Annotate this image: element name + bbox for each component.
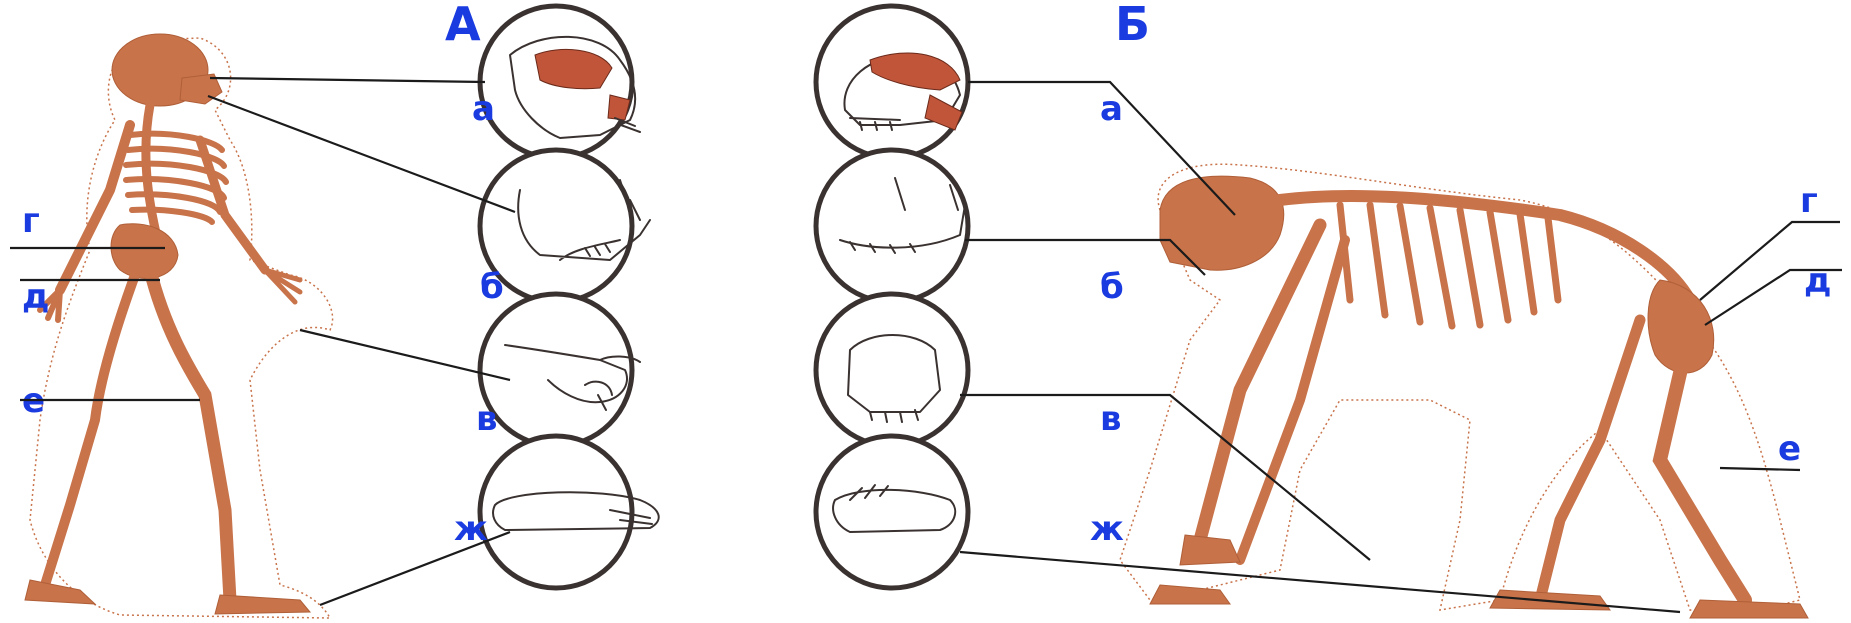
inset-human-foot [480,436,659,588]
label-ape-g: г [1800,181,1818,221]
inset-ape-jaw [816,150,968,302]
label-ape-e: е [1778,429,1801,469]
panel-title-a: А [445,0,481,51]
inset-ape-head [816,6,968,158]
label-ape-d: д [1804,261,1831,301]
label-left-a: а [472,89,495,129]
inset-human-jaw [480,150,650,302]
label-human-g: г [22,201,40,241]
ape-skull [1160,176,1284,270]
label-right-v: в [1100,399,1122,439]
label-right-b: б [1100,267,1124,307]
inset-ape-hand [816,294,968,446]
label-human-d: д [22,277,49,317]
inset-human-hand [480,294,640,446]
ape-ribcage [1340,205,1558,326]
label-right-a: а [1100,89,1123,129]
label-left-b: б [480,267,504,307]
label-right-zh: ж [1090,509,1124,549]
ape-skeleton [1120,164,1808,618]
inset-ape-foot [816,436,968,588]
panel-title-b: Б [1115,0,1150,51]
inset-human-head [480,6,640,158]
label-left-v: в [476,399,498,439]
human-skeleton [25,34,333,618]
